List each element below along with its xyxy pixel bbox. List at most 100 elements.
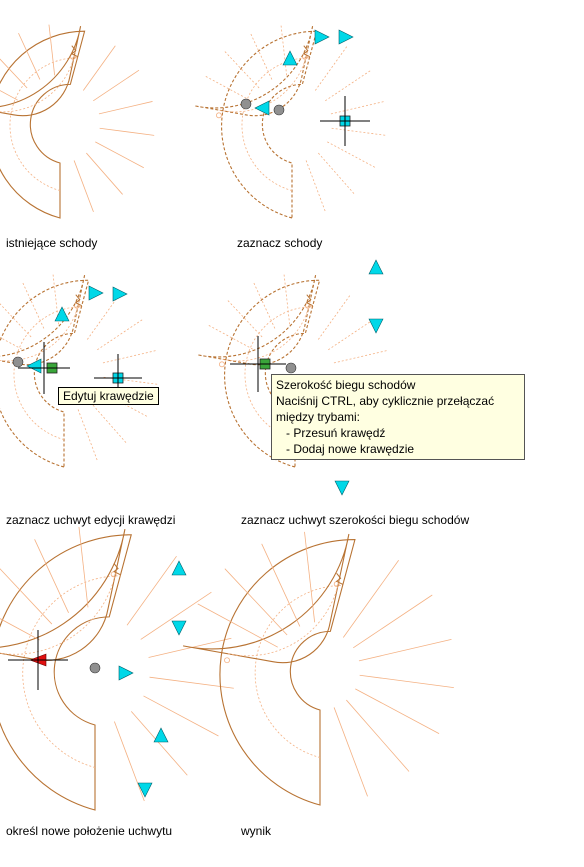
grip-triangle bbox=[118, 665, 134, 681]
stair-end-marker bbox=[219, 361, 225, 368]
tooltip-option-move-edge: - Przesuń krawędź bbox=[286, 426, 386, 440]
stair-tread bbox=[113, 721, 145, 802]
stair-tread bbox=[314, 45, 348, 91]
grip-circle bbox=[240, 98, 252, 110]
stair-flight-outline bbox=[0, 30, 86, 219]
grip-triangle bbox=[112, 286, 128, 302]
stair-tread bbox=[253, 281, 276, 329]
grip-triangle bbox=[137, 782, 153, 798]
grip-circle bbox=[12, 356, 24, 368]
stair-tread bbox=[148, 637, 232, 658]
stair-tread bbox=[0, 618, 40, 641]
break-mark bbox=[302, 45, 311, 58]
stair-tread bbox=[330, 101, 385, 115]
stair-path-line bbox=[0, 51, 76, 113]
grip-triangle bbox=[368, 318, 384, 334]
stair-tread bbox=[98, 101, 153, 115]
grip-triangle bbox=[334, 480, 350, 496]
stair-tread bbox=[0, 336, 22, 350]
stair-tread bbox=[328, 318, 375, 351]
stair-tread bbox=[305, 160, 326, 213]
caption-select-stairs: zaznacz schody bbox=[237, 236, 323, 250]
stair-flight-outline bbox=[0, 534, 132, 811]
break-mark bbox=[305, 294, 314, 307]
stair-tread bbox=[149, 676, 234, 689]
stair-tread bbox=[18, 32, 41, 80]
stair-tread bbox=[22, 281, 45, 329]
break-mark bbox=[74, 294, 83, 307]
stair-flight-outline bbox=[0, 529, 126, 661]
grip-triangle bbox=[368, 259, 384, 275]
stair-flight-outline bbox=[182, 533, 350, 664]
stair-tread bbox=[224, 568, 288, 636]
stair-tread bbox=[333, 350, 388, 364]
stair-tread bbox=[0, 90, 18, 101]
grip-triangle bbox=[171, 620, 187, 636]
stair-tread bbox=[355, 688, 440, 734]
tooltip-title: Szerokość biegu schodów bbox=[276, 378, 416, 392]
stair-flight-outline bbox=[194, 26, 314, 117]
grip-triangle bbox=[282, 50, 298, 66]
stair-tread bbox=[90, 401, 127, 444]
stair-tread bbox=[93, 69, 140, 102]
stair-tread bbox=[318, 152, 355, 195]
caption-specify-new-location: określ nowe położenie uchwytu bbox=[6, 824, 173, 838]
stair-tread bbox=[99, 127, 155, 136]
stair-tread bbox=[333, 707, 368, 797]
stair-tread bbox=[48, 24, 56, 76]
stair-tread bbox=[204, 75, 250, 101]
stair-path-line bbox=[241, 57, 310, 191]
grip-triangle bbox=[153, 727, 169, 743]
stair-tread bbox=[95, 141, 144, 169]
stair-tread bbox=[0, 58, 28, 89]
grip-circle bbox=[89, 662, 101, 674]
stair-tread bbox=[126, 555, 177, 626]
stair-flight-outline bbox=[0, 275, 86, 366]
stair-panel-edge-grip bbox=[0, 273, 159, 468]
stair-tread bbox=[78, 526, 89, 608]
stair-tread bbox=[73, 160, 94, 213]
stair-path-line bbox=[254, 585, 343, 758]
stair-tread bbox=[86, 294, 120, 340]
break-mark bbox=[113, 563, 121, 576]
stair-path-line bbox=[0, 300, 80, 362]
stair-tread bbox=[358, 638, 452, 662]
grip-triangle bbox=[54, 306, 70, 322]
stair-tread bbox=[97, 318, 144, 351]
stair-tread bbox=[353, 594, 433, 649]
stair-path-line bbox=[244, 306, 313, 440]
stair-panel-result bbox=[182, 531, 454, 806]
tooltip-option-add-edges: - Dodaj nowe krawędzie bbox=[286, 442, 415, 456]
stair-path-line bbox=[0, 568, 117, 655]
stair-panel-existing bbox=[0, 24, 155, 219]
tooltip-run-width: Szerokość biegu schodów Naciśnij CTRL, a… bbox=[271, 374, 525, 460]
caption-result: wynik bbox=[241, 824, 272, 838]
stair-end-marker bbox=[224, 657, 230, 664]
stair-flight-outline bbox=[224, 279, 321, 468]
stair-end-marker bbox=[216, 112, 222, 119]
caption-existing-stairs: istniejące schody bbox=[6, 236, 98, 250]
stair-tread bbox=[102, 350, 157, 364]
caption-select-edge-grip: zaznacz uchwyt edycji krawędzi bbox=[6, 513, 176, 527]
stair-tread bbox=[226, 299, 263, 338]
stair-tread bbox=[280, 24, 288, 76]
stair-flight-outline bbox=[221, 30, 318, 219]
grip-circle bbox=[273, 104, 285, 116]
stair-path-line bbox=[9, 57, 78, 191]
stair-tread bbox=[223, 50, 260, 89]
grip-circle bbox=[285, 362, 297, 374]
stair-tread bbox=[250, 32, 273, 80]
tooltip-edit-edges: Edytuj krawędzie bbox=[58, 387, 159, 405]
stair-tread bbox=[207, 324, 253, 350]
stair-tread bbox=[261, 543, 301, 627]
stair-tread bbox=[34, 539, 69, 613]
stair-tread bbox=[0, 303, 32, 338]
break-mark bbox=[335, 572, 343, 585]
stair-tread bbox=[342, 560, 399, 638]
stair-panel-selected bbox=[194, 24, 387, 219]
grip-triangle bbox=[314, 29, 330, 45]
stair-tread bbox=[304, 531, 316, 623]
break-mark bbox=[70, 45, 79, 58]
stair-tread bbox=[140, 591, 212, 640]
stair-tread bbox=[359, 674, 454, 689]
